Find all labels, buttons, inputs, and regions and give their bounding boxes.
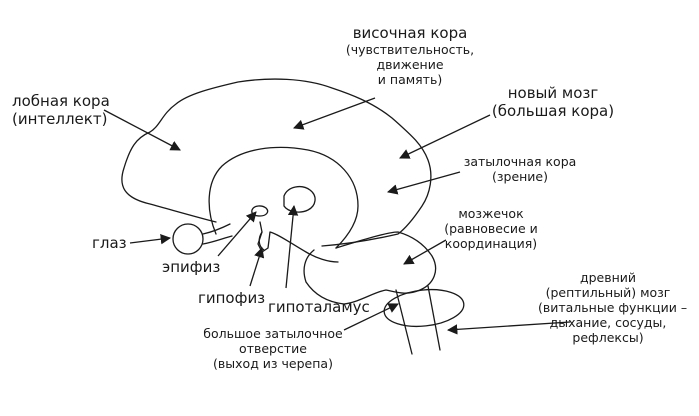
- foramen-line2: отверстие: [239, 341, 307, 356]
- epiphysis-line1: эпифиз: [162, 258, 221, 276]
- cerebellum-line3: координация): [444, 236, 538, 251]
- frontal-line1: лобная кора: [12, 92, 110, 110]
- eye-line1: глаз: [92, 234, 127, 252]
- ancient-line2: (рептильный) мозг: [545, 285, 671, 300]
- arrow-occipital: [386, 171, 461, 195]
- arrow-foramen: [343, 303, 399, 331]
- eye-circle: [172, 223, 204, 255]
- arrow-ancient: [446, 321, 571, 335]
- hypothalamus-shape: [283, 185, 316, 213]
- cerebrum-outline: [121, 78, 432, 247]
- temporal-line3: движение: [376, 57, 444, 72]
- foramen-line1: большое затылочное: [203, 326, 343, 341]
- ancient-line5: рефлексы): [572, 330, 644, 345]
- ancient-line4: дыхание, сосуды,: [549, 315, 667, 330]
- label-hypophysis: гипофиз: [198, 289, 265, 307]
- occipital-line1: затылочная кора: [463, 154, 577, 169]
- neocortex-line1: новый мозг: [507, 84, 599, 102]
- arrow-frontal: [103, 109, 181, 151]
- temporal-line4: и память): [377, 72, 443, 87]
- spinal-cord-left: [395, 289, 413, 355]
- arrow-hypothalamus: [285, 204, 299, 289]
- label-neocortex: новый мозг (большая кора): [488, 84, 618, 120]
- ancient-line1: древний: [579, 270, 637, 285]
- label-temporal-cortex: височная кора (чувствительность, движени…: [338, 24, 482, 87]
- inner-hemisphere-arc: [208, 146, 359, 249]
- label-eye: глаз: [92, 234, 127, 252]
- label-cerebellum: мозжечок (равновесие и координация): [436, 206, 546, 251]
- occipital-line2: (зрение): [491, 169, 548, 184]
- foramen-line3: (выход из черепа): [213, 356, 333, 371]
- foramen-ellipse: [383, 288, 465, 328]
- arrow-temporal: [293, 97, 376, 130]
- label-ancient-brain: древний (рептильный) мозг (витальные фун…: [538, 270, 688, 345]
- arrow-epiphysis: [217, 211, 257, 257]
- arrow-hypophysis: [249, 247, 265, 287]
- temporal-line2: (чувствительность,: [345, 42, 475, 57]
- ancient-line3: (витальные функции –: [538, 300, 688, 315]
- label-foramen: большое затылочное отверстие (выход из ч…: [198, 326, 348, 371]
- label-hypothalamus: гипоталамус: [268, 298, 370, 316]
- arrow-eye: [129, 234, 172, 245]
- arrow-neocortex: [399, 114, 491, 159]
- frontal-line2: (интеллект): [12, 110, 108, 128]
- label-epiphysis: эпифиз: [162, 258, 220, 276]
- cerebellum-line2: (равновесие и: [444, 221, 538, 236]
- arrow-cerebellum: [403, 239, 447, 265]
- label-occipital-cortex: затылочная кора (зрение): [458, 154, 582, 184]
- neocortex-line2: (большая кора): [491, 102, 615, 120]
- brainstem-outline: [257, 221, 339, 263]
- optic-nerve: [202, 223, 233, 245]
- cerebellum-outline: [303, 231, 437, 305]
- temporal-line1: височная кора: [352, 24, 468, 42]
- cerebellum-line1: мозжечок: [458, 206, 524, 221]
- spinal-cord-right: [427, 285, 441, 351]
- label-frontal-cortex: лобная кора (интеллект): [12, 92, 110, 128]
- hypophysis-line1: гипофиз: [198, 289, 266, 307]
- hypothalamus-line1: гипоталамус: [268, 298, 370, 316]
